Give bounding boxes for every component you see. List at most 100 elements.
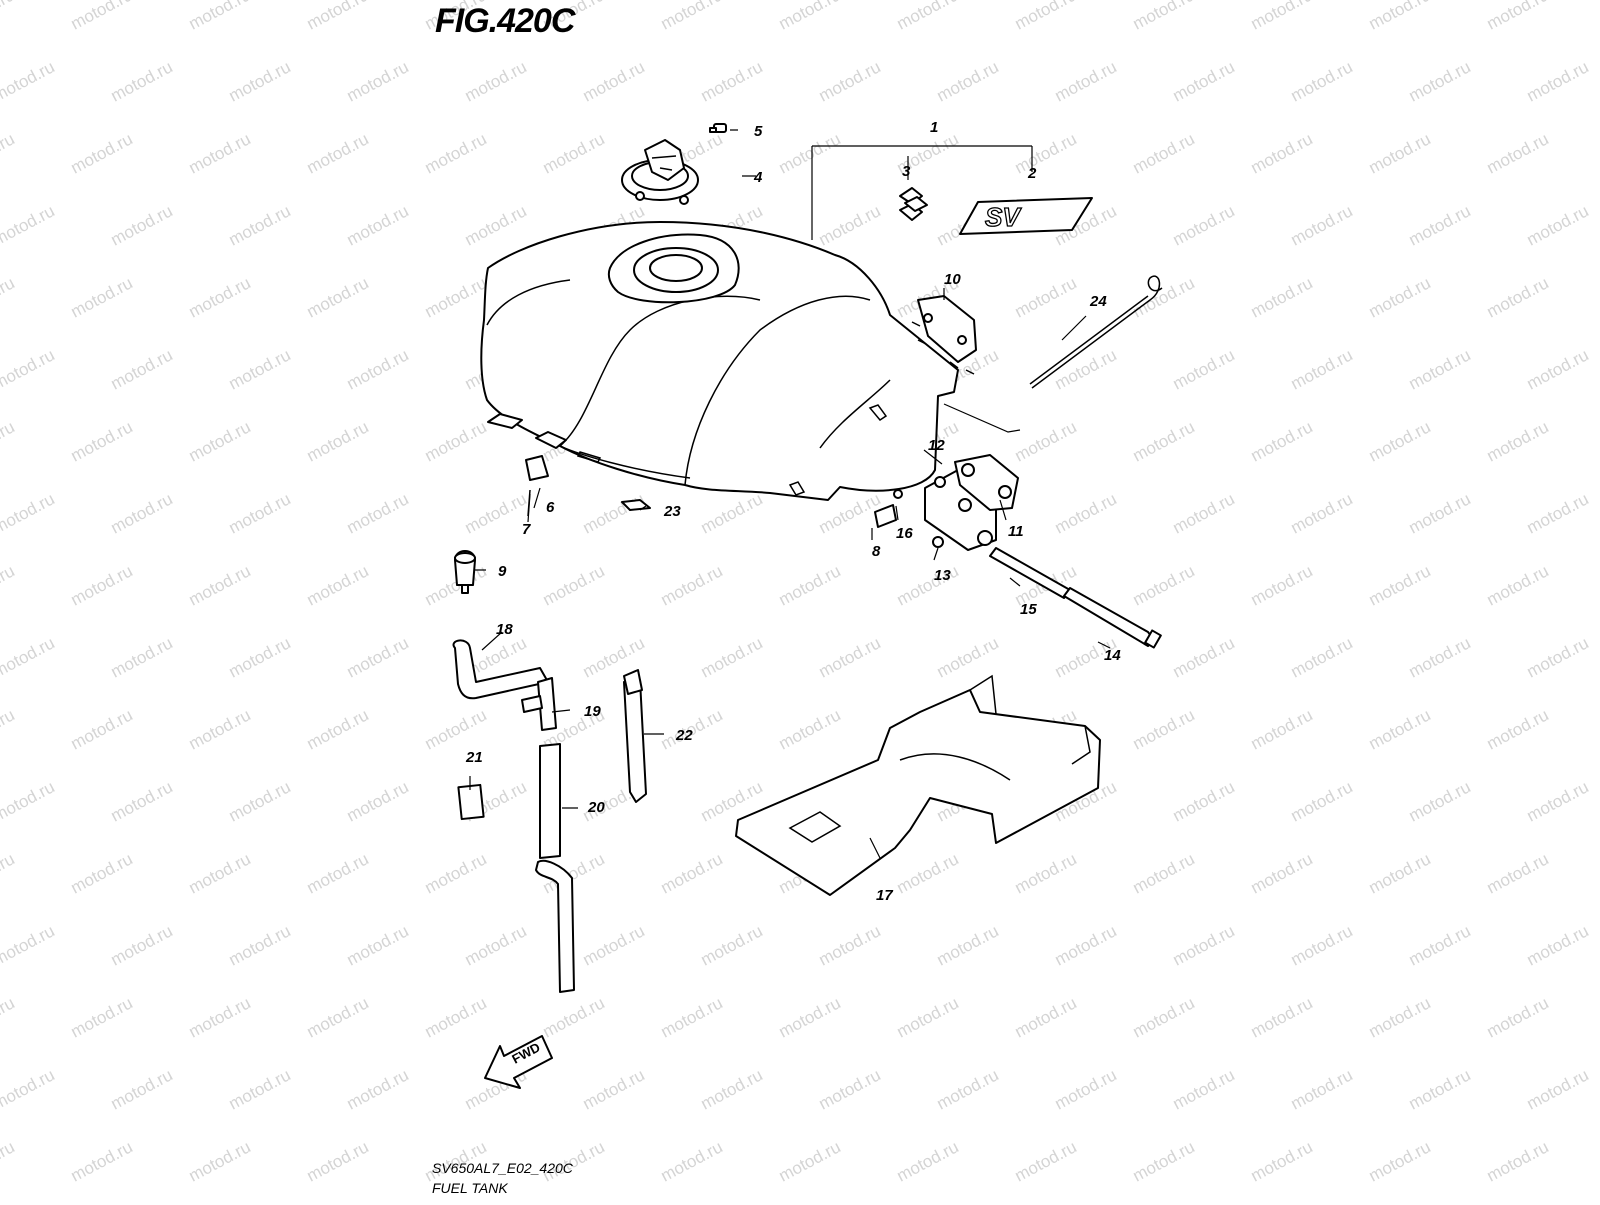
callout-4: 4 [753, 169, 763, 186]
watermark-text: motod.ru [1012, 993, 1080, 1041]
watermark-text: motod.ru [776, 129, 844, 177]
watermark-text: motod.ru [1170, 57, 1238, 105]
watermark-text: motod.ru [698, 633, 766, 681]
watermark-text: motod.ru [68, 705, 136, 753]
callout-11: 11 [1008, 523, 1024, 540]
watermark-text: motod.ru [344, 921, 412, 969]
callout-3: 3 [902, 163, 911, 180]
watermark-text: motod.ru [1052, 57, 1120, 105]
watermark-text: motod.ru [1288, 633, 1356, 681]
callout-9: 9 [498, 563, 507, 580]
watermark-text: motod.ru [1484, 561, 1552, 609]
watermark-text: motod.ru [816, 1065, 884, 1113]
watermark-text: motod.ru [68, 849, 136, 897]
watermark-text: motod.ru [1288, 1065, 1356, 1113]
sv-emblem-text: SV [985, 202, 1022, 232]
watermark-text: motod.ru [698, 1065, 766, 1113]
watermark-text: motod.ru [186, 1137, 254, 1185]
callout-7: 7 [522, 521, 531, 538]
watermark-text: motod.ru [816, 921, 884, 969]
watermark-text: motod.ru [226, 489, 294, 537]
hinge-assembly [874, 454, 1162, 649]
watermark-text: motod.ru [304, 1137, 372, 1185]
watermark-text: motod.ru [1524, 345, 1592, 393]
watermark-text: motod.ru [1366, 993, 1434, 1041]
watermark-text: motod.ru [1288, 201, 1356, 249]
watermark-text: motod.ru [304, 849, 372, 897]
watermark-text: motod.ru [1130, 417, 1198, 465]
watermark-text: motod.ru [344, 1065, 412, 1113]
watermark-text: motod.ru [934, 57, 1002, 105]
callout-5: 5 [754, 123, 763, 140]
watermark-text: motod.ru [0, 561, 18, 609]
watermark-text: motod.ru [698, 57, 766, 105]
watermark-text: motod.ru [934, 921, 1002, 969]
watermark-text: motod.ru [1406, 489, 1474, 537]
watermark-text: motod.ru [462, 921, 530, 969]
emblem-group: SV [899, 187, 1093, 235]
watermark-text: motod.ru [1130, 1137, 1198, 1185]
watermark-text: motod.ru [894, 993, 962, 1041]
watermark-text: motod.ru [0, 921, 58, 969]
watermark-text: motod.ru [1170, 777, 1238, 825]
watermark-text: motod.ru [462, 489, 530, 537]
watermark-text: motod.ru [1248, 273, 1316, 321]
watermark-text: motod.ru [1366, 0, 1434, 34]
callout-18: 18 [496, 621, 513, 638]
watermark-text: motod.ru [0, 849, 18, 897]
fuel-tank [480, 221, 959, 501]
watermark-text: motod.ru [1248, 1137, 1316, 1185]
watermark-text: motod.ru [68, 273, 136, 321]
figure-name: FUEL TANK [432, 1180, 508, 1196]
model-code: SV650AL7_E02_420C [432, 1160, 573, 1176]
callout-6: 6 [546, 499, 555, 516]
watermark-text: motod.ru [226, 345, 294, 393]
watermark-text: motod.ru [1248, 705, 1316, 753]
hose-assembly [452, 639, 647, 993]
watermark-text: motod.ru [1130, 561, 1198, 609]
watermark-text: motod.ru [658, 1137, 726, 1185]
callout-22: 22 [675, 727, 693, 744]
watermark-text: motod.ru [186, 417, 254, 465]
watermark-text: motod.ru [304, 993, 372, 1041]
watermark-text: motod.ru [344, 57, 412, 105]
watermark-text: motod.ru [1012, 849, 1080, 897]
watermark-text: motod.ru [1366, 849, 1434, 897]
watermark-text: motod.ru [540, 129, 608, 177]
watermark-text: motod.ru [108, 489, 176, 537]
watermark-text: motod.ru [1484, 0, 1552, 34]
watermark-text: motod.ru [1052, 345, 1120, 393]
watermark-text: motod.ru [186, 0, 254, 34]
callout-8: 8 [872, 543, 881, 560]
watermark-text: motod.ru [776, 705, 844, 753]
watermark-text: motod.ru [68, 417, 136, 465]
watermark-text: motod.ru [698, 489, 766, 537]
watermark-text: motod.ru [1248, 0, 1316, 34]
watermark-text: motod.ru [1524, 57, 1592, 105]
watermark-text: motod.ru [1524, 921, 1592, 969]
watermark-text: motod.ru [776, 993, 844, 1041]
watermark-text: motod.ru [1288, 57, 1356, 105]
watermark-text: motod.ru [1406, 633, 1474, 681]
watermark-text: motod.ru [1484, 993, 1552, 1041]
watermark-text: motod.ru [1012, 1137, 1080, 1185]
watermark-text: motod.ru [1366, 561, 1434, 609]
watermark-text: motod.ru [304, 705, 372, 753]
watermark-text: motod.ru [894, 849, 962, 897]
watermark-text: motod.ru [1406, 1065, 1474, 1113]
watermark-text: motod.ru [1130, 993, 1198, 1041]
cover-plate-17 [735, 674, 1101, 896]
watermark-text: motod.ru [1524, 201, 1592, 249]
watermark-text: motod.ru [0, 1137, 18, 1185]
watermark-text: motod.ru [1484, 273, 1552, 321]
watermark-text: motod.ru [1130, 705, 1198, 753]
callout-15: 15 [1020, 601, 1037, 618]
watermark-text: motod.ru [1170, 345, 1238, 393]
watermark-text: motod.ru [422, 993, 490, 1041]
watermark-text: motod.ru [226, 921, 294, 969]
watermark-text: motod.ru [1288, 489, 1356, 537]
watermark-text: motod.ru [894, 0, 962, 34]
watermark-text: motod.ru [0, 57, 58, 105]
watermark-text: motod.ru [1248, 849, 1316, 897]
